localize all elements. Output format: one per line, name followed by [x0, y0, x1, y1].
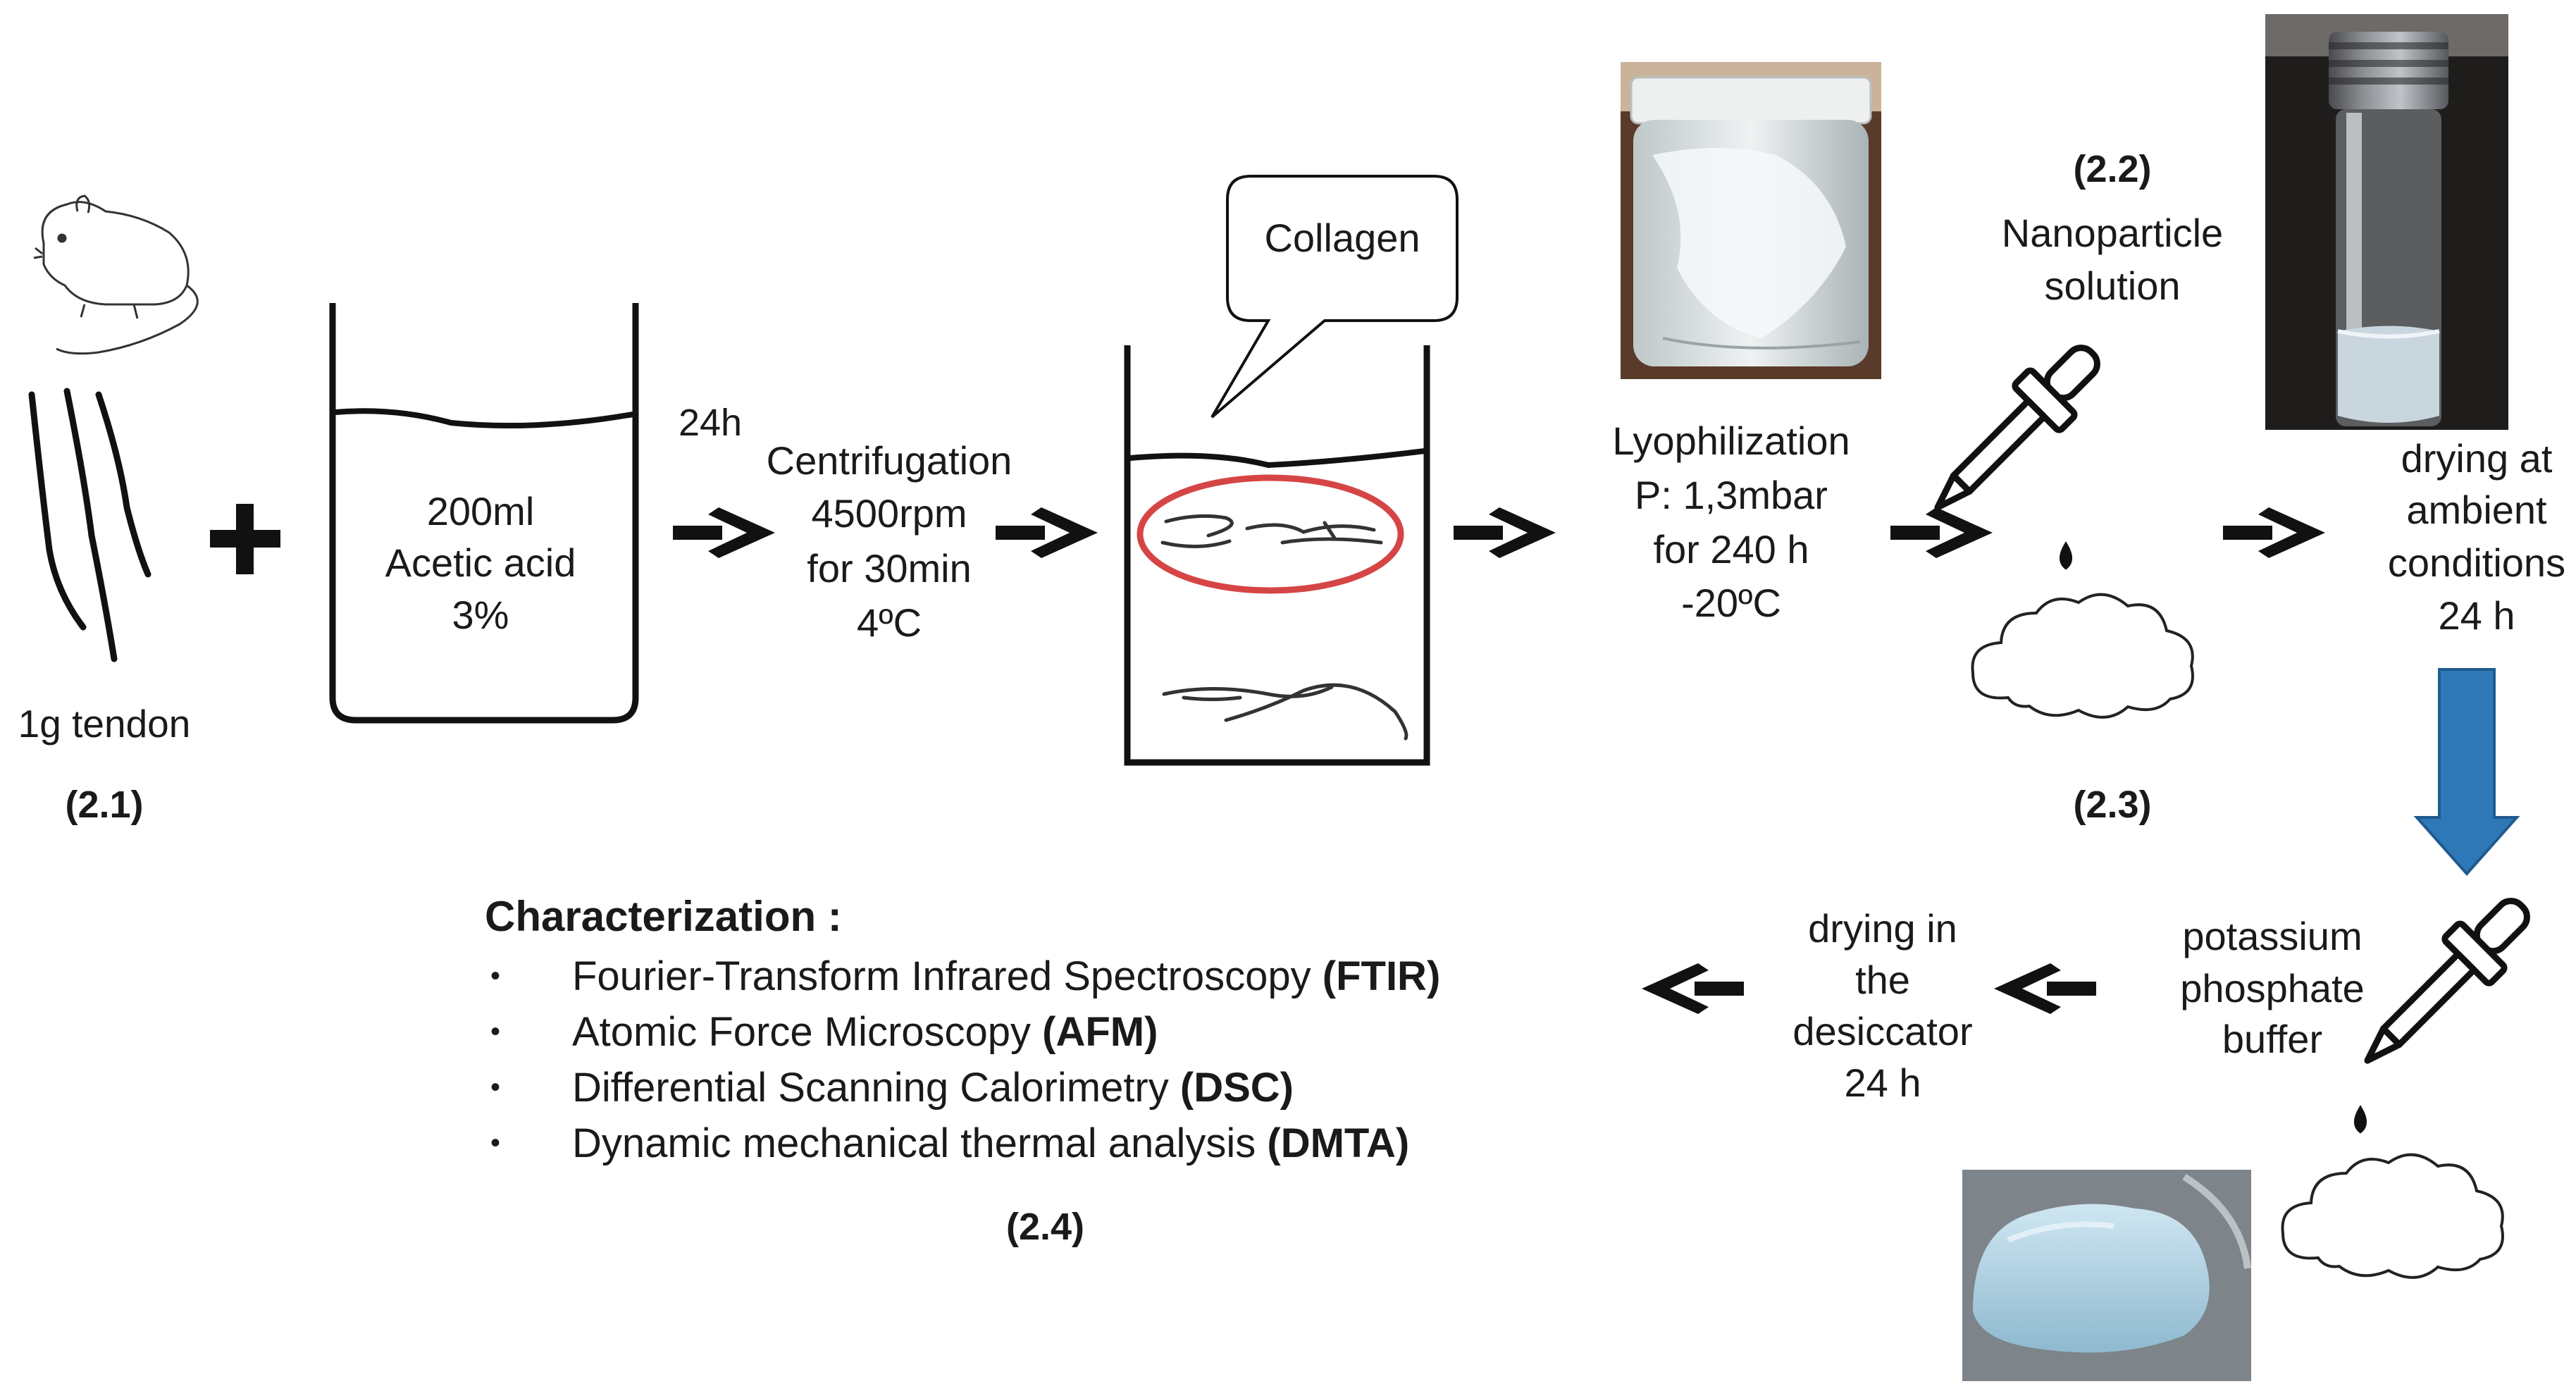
centrifugation-duration: for 30min [807, 546, 971, 591]
list-item: • Dynamic mechanical thermal analysis (DM… [485, 1115, 1612, 1171]
method-abbr: (DSC) [1179, 1065, 1294, 1111]
method-name: Differential Scanning Calorimetry [572, 1065, 1180, 1111]
list-item: • Atomic Force Microscopy (AFM) [485, 1004, 1612, 1060]
arrow-down-blue [2413, 668, 2520, 877]
lyophilization-duration: for 240 h [1653, 527, 1809, 571]
buffer-line3: buffer [2222, 1017, 2322, 1061]
bullet: • [490, 960, 501, 991]
step-id-2-2: (2.2) [2073, 148, 2151, 190]
buffer-line2: phosphate [2180, 966, 2365, 1010]
collagen-callout [1210, 175, 1459, 419]
lyophilization-temperature: -20ºC [1681, 581, 1781, 625]
cloud-icon [1971, 593, 2194, 719]
droplet-icon [2354, 1105, 2367, 1134]
beaker-icon [1124, 345, 1430, 766]
lyophilization-pressure: P: 1,3mbar [1635, 473, 1828, 517]
collagen-highlight-ellipse [1137, 474, 1404, 594]
photo-vial [2265, 14, 2508, 430]
photo-jar [1621, 62, 1881, 379]
step-id-2-1: (2.1) [65, 784, 143, 826]
desiccator-line4: 24 h [1845, 1061, 1921, 1105]
bullet: • [490, 1127, 501, 1158]
dropper-icon [2364, 898, 2530, 1064]
drying-ambient-line1: drying at [2401, 436, 2553, 481]
characterization-block: Characterization : • Fourier-Transform In… [485, 889, 1612, 1171]
beaker-icon [329, 303, 639, 724]
drying-ambient-line2: ambient [2406, 488, 2547, 532]
acid-name: Acetic acid [385, 540, 576, 585]
plus-icon [210, 504, 280, 574]
characterization-list: • Fourier-Transform Infrared Spectroscopy… [485, 948, 1612, 1171]
tendon-icon [28, 388, 151, 662]
arrow-right-4 [1890, 507, 1993, 558]
list-item: • Fourier-Transform Infrared Spectroscopy… [485, 948, 1612, 1004]
method-abbr: (FTIR) [1322, 953, 1441, 999]
acid-concentration: 3% [452, 593, 509, 637]
arrow-right-2 [996, 507, 1098, 558]
acid-volume: 200ml [427, 489, 535, 533]
centrifugation-speed: 4500rpm [811, 491, 967, 536]
characterization-title: Characterization : [485, 893, 842, 940]
step-id-2-3: (2.3) [2073, 784, 2151, 826]
method-name: Dynamic mechanical thermal analysis [572, 1120, 1268, 1166]
drying-ambient-line3: conditions [2388, 540, 2565, 585]
method-abbr: (AFM) [1042, 1009, 1158, 1055]
arrow-right-5 [2223, 507, 2325, 558]
tendon-label: 1g tendon [18, 702, 191, 746]
bullet: • [490, 1016, 501, 1047]
arrow-left-1 [1994, 963, 2096, 1014]
arrow-left-2 [1642, 963, 1744, 1014]
desiccator-line2: the [1855, 958, 1910, 1002]
desiccator-line1: drying in [1808, 906, 1957, 951]
dropper-icon [1934, 345, 2100, 511]
bullet: • [490, 1072, 501, 1103]
nanoparticle-line1: Nanoparticle [2002, 211, 2223, 255]
rat-icon [33, 194, 199, 355]
method-abbr: (DMTA) [1267, 1120, 1410, 1166]
collagen-label: Collagen [1264, 216, 1420, 260]
centrifugation-temperature: 4ºC [857, 600, 922, 645]
list-item: • Differential Scanning Calorimetry (DSC) [485, 1060, 1612, 1115]
method-name: Atomic Force Microscopy [572, 1009, 1043, 1055]
buffer-line1: potassium [2182, 914, 2362, 958]
method-name: Fourier-Transform Infrared Spectroscopy [572, 953, 1323, 999]
step-id-2-4: (2.4) [1006, 1206, 1085, 1248]
time-label: 24h [679, 402, 742, 444]
desiccator-line3: desiccator [1792, 1009, 1972, 1053]
drying-ambient-line4: 24 h [2439, 593, 2515, 638]
lyophilization-title: Lyophilization [1612, 419, 1850, 463]
photo-hydrogel [1962, 1170, 2251, 1381]
centrifugation-title: Centrifugation [767, 438, 1013, 483]
nanoparticle-line2: solution [2044, 264, 2180, 308]
arrow-right-3 [1454, 507, 1556, 558]
droplet-icon [2060, 541, 2072, 570]
arrow-right-1 [673, 507, 775, 558]
cloud-icon [2281, 1153, 2504, 1279]
collagen-fibers [1160, 514, 1408, 741]
